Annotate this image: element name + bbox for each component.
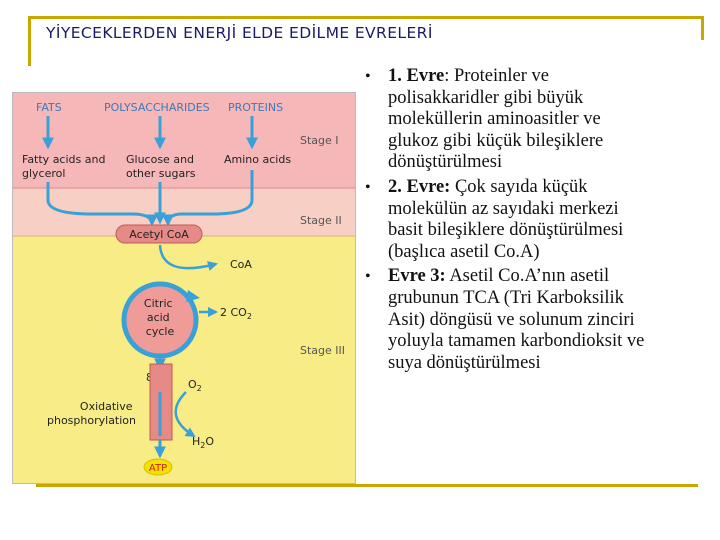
bullet-1-line: glukoz gibi küçük bileşiklere	[388, 130, 604, 151]
bullet-dot-icon: •	[365, 268, 371, 286]
bullet-stage-3: • Evre 3: Asetil Co.A’nın asetil grubunu…	[360, 266, 700, 374]
bullet-3-line: Asit) döngüsü ve solunum zinciri	[388, 309, 635, 330]
stage3-band	[12, 236, 356, 484]
slide-title: YİYECEKLERDEN ENERJİ ELDE EDİLME EVRELER…	[46, 24, 433, 42]
bullet-stage-1: • 1. Evre: Proteinler ve polisakkaridler…	[360, 66, 700, 174]
arrow-fatty-acids-to-acetyl	[46, 182, 158, 227]
bullet-dot-icon: •	[365, 178, 371, 196]
bullet-3-line: grubunun TCA (Tri Karboksilik	[388, 287, 624, 308]
unit-label-glucose: Glucose and other sugars	[126, 153, 198, 180]
co2-label: 2 CO2	[220, 306, 252, 321]
unit-label-amino-acids: Amino acids	[224, 153, 291, 166]
stage-label-1: Stage I	[300, 134, 339, 147]
bullet-3-line: yoluyla tamamen karbondioksit ve	[388, 331, 645, 352]
arrow-amino-acids-to-acetyl	[162, 170, 254, 227]
acetyl-coa-box	[115, 224, 203, 244]
o2-label: O2	[188, 378, 202, 393]
unit-label-fatty-acids: Fatty acids and glycerol	[22, 153, 109, 180]
bullet-1-line: dönüştürülmesi	[388, 152, 503, 173]
stage-label-2: Stage II	[300, 214, 342, 227]
frame-right-line	[701, 16, 704, 40]
bullet-2-lead: 2. Evre:	[388, 176, 451, 197]
bullet-2-line: (başlıca asetil Co.A)	[388, 241, 540, 262]
bullet-dot-icon: •	[365, 68, 371, 85]
oxidative-phosphorylation-label: Oxidative phosphorylation	[47, 400, 136, 427]
bullet-stage-2: • 2. Evre: Çok sayıda küçük molekülün az…	[360, 177, 700, 263]
arrow-coa-release	[158, 244, 218, 271]
diagram-border	[12, 92, 356, 484]
bullet-1-lead: 1. Evre	[388, 66, 445, 86]
source-label-fats: FATS	[36, 101, 62, 114]
bullet-3-line: suya dönüştürülmesi	[388, 352, 541, 373]
bullet-1-line: moleküllerin aminoasitler ve	[388, 109, 601, 130]
stage1-band	[12, 92, 356, 188]
frame-left-line	[28, 16, 31, 66]
bullet-2-lead-rest: Çok sayıda küçük	[450, 176, 588, 197]
source-label-polysaccharides: POLYSACCHARIDES	[104, 101, 210, 114]
h2o-label: H2O	[192, 435, 214, 450]
frame-bottom-line	[36, 484, 698, 487]
citric-acid-cycle-label: Citric acid cycle	[144, 297, 176, 338]
bullet-1-lead-rest: : Proteinler ve	[444, 66, 549, 86]
bullet-3-lead: Evre 3:	[388, 266, 446, 287]
atp-badge	[143, 458, 173, 476]
bullet-1-line: polisakkaridler gibi büyük	[388, 87, 584, 108]
bullet-2-line: basit bileşiklere dönüştürülmesi	[388, 220, 624, 241]
citric-acid-cycle-ring	[121, 281, 199, 359]
stage-label-3: Stage III	[300, 344, 345, 357]
bullet-2-line: molekülün az sayıdaki merkezi	[388, 198, 619, 219]
acetyl-coa-label: Acetyl CoA	[129, 228, 189, 241]
cycle-direction-arrowhead	[186, 290, 200, 302]
coa-label: CoA	[230, 258, 252, 271]
atp-label: ATP	[149, 463, 167, 474]
frame-top-line	[28, 16, 704, 19]
bullet-3-lead-rest: Asetil Co.A’nın asetil	[445, 266, 610, 287]
arrow-o2-to-h2o	[174, 391, 196, 438]
stage-descriptions-list: • 1. Evre: Proteinler ve polisakkaridler…	[360, 66, 700, 377]
source-label-proteins: PROTEINS	[228, 101, 283, 114]
metabolism-stages-diagram: FATS POLYSACCHARIDES PROTEINS Fatty acid…	[12, 92, 356, 484]
